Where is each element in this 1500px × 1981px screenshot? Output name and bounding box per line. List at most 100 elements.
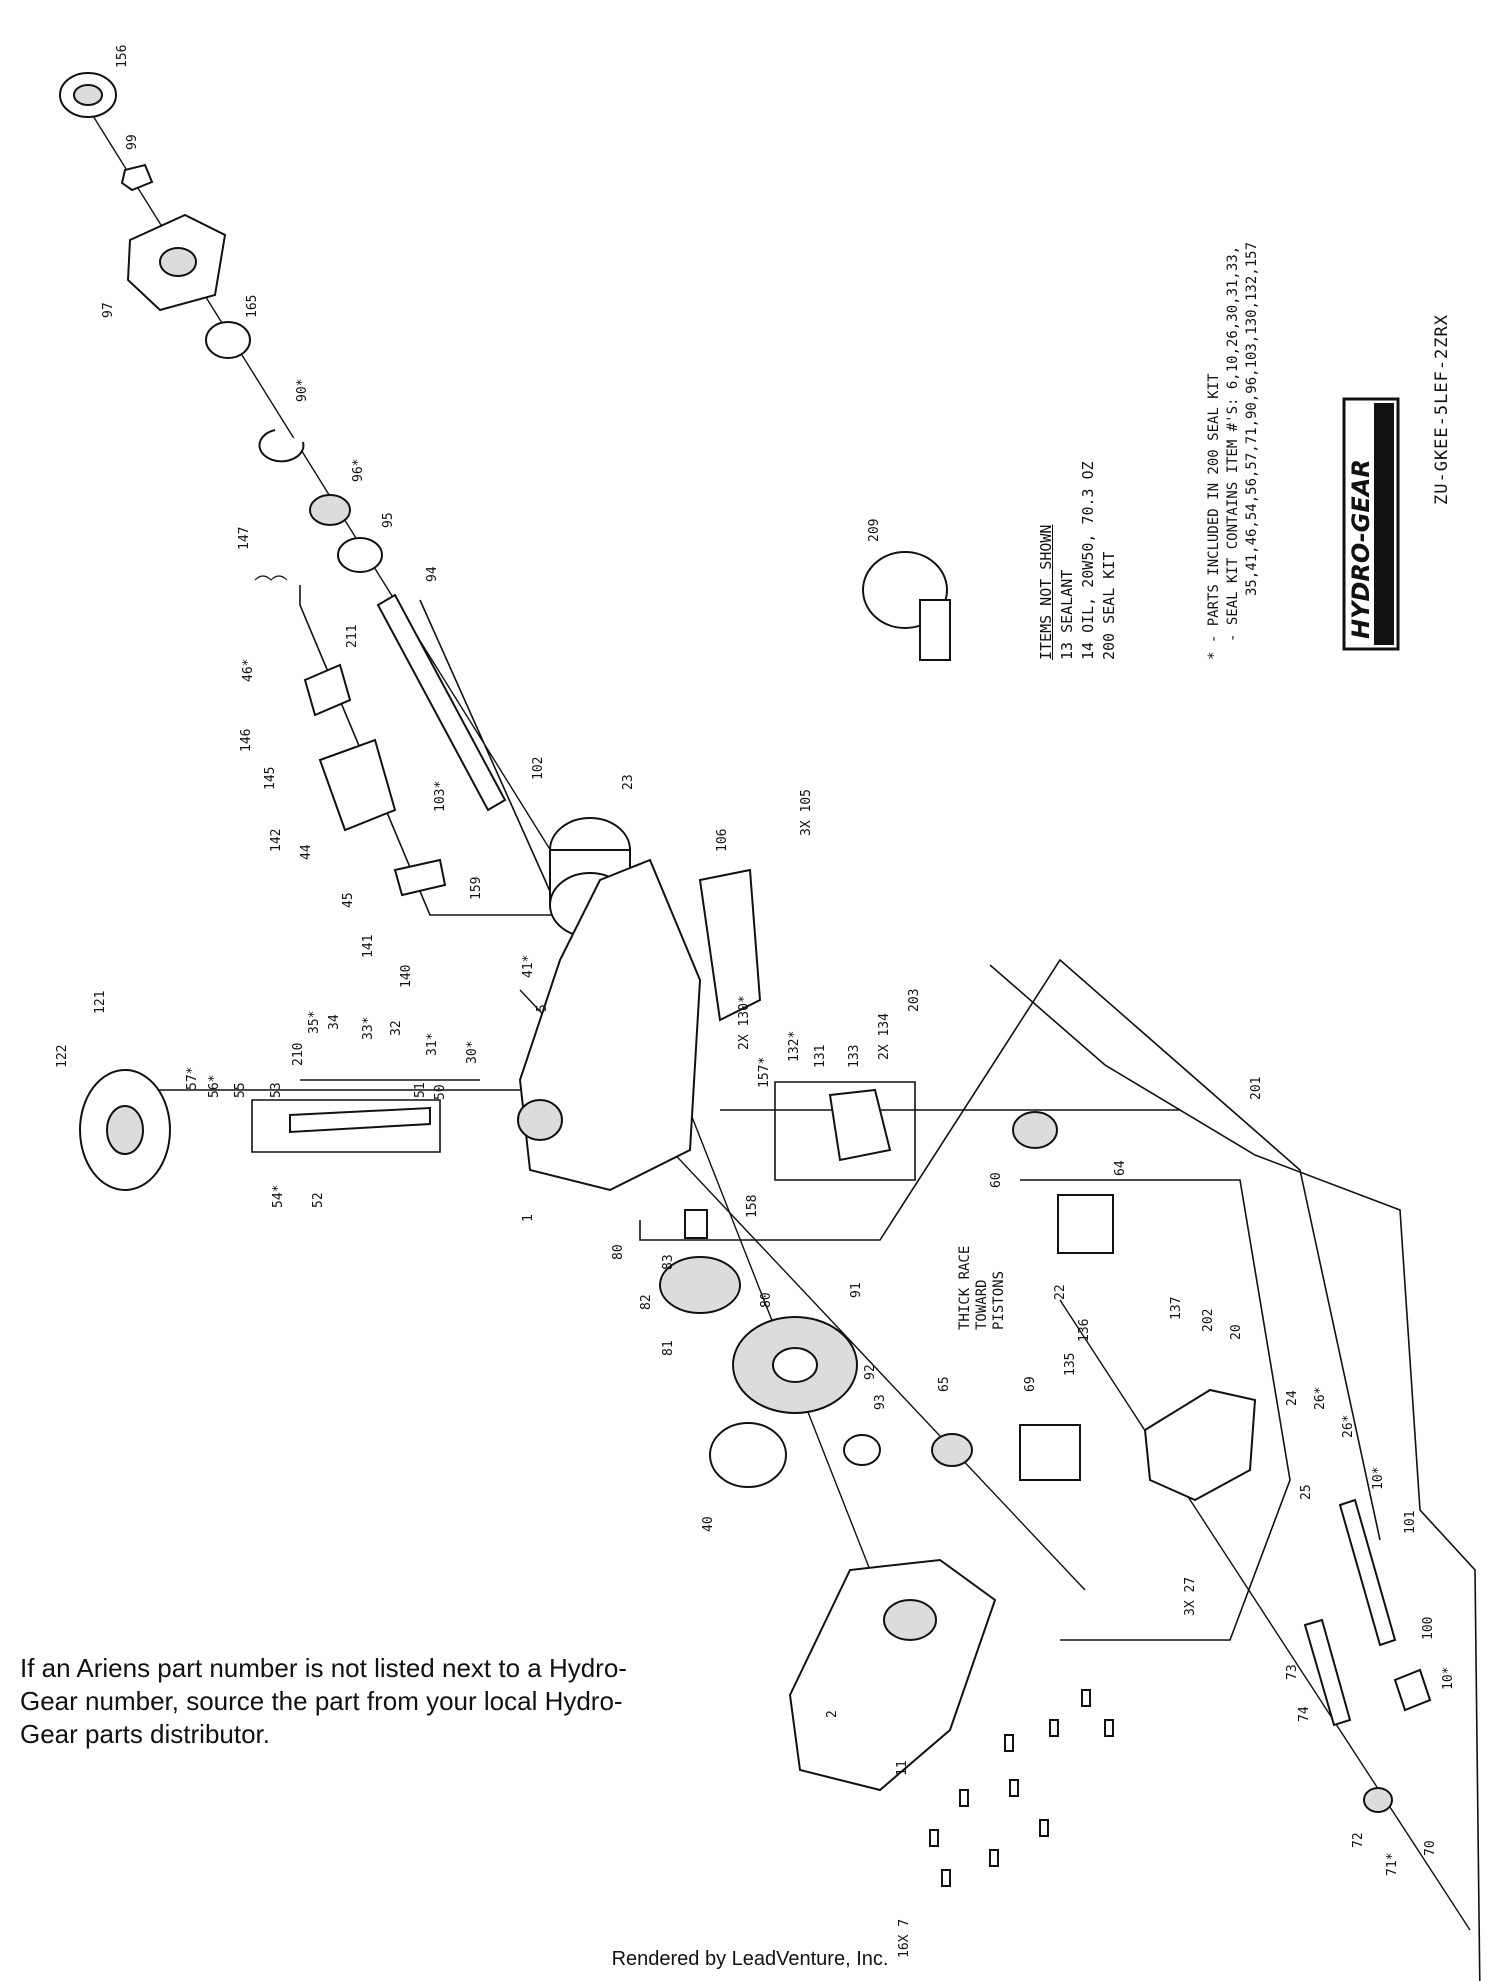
seal-kit-note-3: 35,41,46,54,56,57,71,90,96,103,130,132,1…	[1244, 241, 1260, 596]
callout-80a: 80	[611, 1244, 626, 1260]
callout-26a: 26*	[1313, 1387, 1328, 1410]
part-69-cylinder-block	[1019, 1424, 1081, 1481]
items-not-shown-line: 13 SEALANT	[1058, 569, 1076, 660]
callout-121: 121	[93, 991, 108, 1014]
callout-2x134: 2X 134	[877, 1013, 892, 1060]
callout-65: 65	[937, 1376, 952, 1392]
items-not-shown-line: 14 OIL, 20W50, 70.3 OZ	[1079, 461, 1097, 660]
callout-82: 82	[639, 1294, 654, 1310]
callout-73: 73	[1285, 1664, 1300, 1680]
callout-83: 83	[661, 1254, 676, 1270]
part-7-bolts	[929, 1689, 1114, 1887]
callout-165: 165	[245, 295, 260, 318]
thick-race-note: THICK RACE TOWARD PISTONS	[957, 1246, 1008, 1330]
assembly-box-203	[774, 1081, 916, 1181]
model-code: ZU-GKEE-5LEF-2ZRX	[1432, 314, 1452, 505]
callout-131: 131	[813, 1045, 828, 1068]
callout-99: 99	[125, 134, 140, 150]
callout-145: 145	[263, 767, 278, 790]
callout-140: 140	[399, 965, 414, 988]
callout-31: 31*	[425, 1033, 440, 1056]
part-90-retaining-ring	[258, 429, 305, 463]
callout-210: 210	[291, 1043, 306, 1066]
callout-64: 64	[1113, 1160, 1128, 1176]
callout-labels: 156 99 97 165 90* 96* 95 94 147 211 46* …	[55, 45, 1456, 1958]
part-20-center-section	[1143, 1388, 1257, 1502]
callout-54: 54*	[271, 1185, 286, 1208]
part-72-gear	[1363, 1787, 1393, 1813]
part-95-bearing	[337, 537, 383, 573]
callout-41: 41*	[521, 955, 536, 978]
part-94-axle-shaft	[376, 593, 507, 812]
part-64-cylinder-block	[1057, 1194, 1114, 1254]
callout-201: 201	[1249, 1077, 1264, 1100]
assembly-box-210	[251, 1099, 441, 1153]
callout-211: 211	[345, 625, 360, 648]
callout-90: 90*	[295, 379, 310, 402]
callout-26b: 26*	[1341, 1415, 1356, 1438]
callout-32: 32	[389, 1020, 404, 1036]
part-60-bearing	[1012, 1111, 1058, 1149]
part-141-lever	[393, 858, 447, 897]
callout-10b: 10*	[1441, 1667, 1456, 1690]
callout-136: 136	[1077, 1319, 1092, 1342]
part-91-bull-gear	[732, 1316, 858, 1414]
callout-46: 46*	[241, 659, 256, 682]
callout-101: 101	[1403, 1511, 1418, 1534]
callout-159: 159	[469, 877, 484, 900]
part-81-gear	[659, 1256, 741, 1314]
items-not-shown-heading: ITEMS NOT SHOWN	[1037, 524, 1055, 660]
seal-kit-note-2: - SEAL KIT CONTAINS ITEM #'S: 6,10,26,30…	[1225, 245, 1241, 642]
thick-race-line: TOWARD	[974, 1279, 990, 1330]
callout-95: 95	[381, 512, 396, 528]
brand-name: HYDRO-GEAR	[1347, 459, 1375, 639]
callout-53: 53	[269, 1082, 284, 1098]
callout-1: 1	[521, 1214, 536, 1222]
callout-106: 106	[715, 829, 730, 852]
callout-156: 156	[115, 45, 130, 68]
callout-25: 25	[1299, 1484, 1314, 1500]
part-93-bearing	[843, 1434, 881, 1466]
callout-24: 24	[1285, 1390, 1300, 1406]
callout-51: 51	[413, 1082, 428, 1098]
callout-34: 34	[327, 1014, 342, 1030]
part-133-cover	[828, 1088, 892, 1162]
callout-157: 157*	[757, 1057, 772, 1088]
callout-57: 57*	[185, 1067, 200, 1090]
part-121-pulley	[79, 1069, 171, 1191]
callout-135: 135	[1063, 1353, 1078, 1376]
part-96-seal	[309, 494, 351, 526]
part-83-pinion	[684, 1209, 708, 1239]
callout-56: 56*	[207, 1075, 222, 1098]
callout-30: 30*	[465, 1041, 480, 1064]
callout-3x27: 3X 27	[1183, 1577, 1198, 1616]
callout-141: 141	[361, 935, 376, 958]
callout-100: 100	[1421, 1617, 1436, 1640]
callout-133: 133	[847, 1045, 862, 1068]
part-147-spring	[254, 575, 288, 581]
part-146-bracket	[303, 663, 352, 717]
callout-23: 23	[621, 774, 636, 790]
callout-97: 97	[101, 302, 116, 318]
callout-2: 2	[825, 1710, 840, 1718]
callout-40: 40	[701, 1516, 716, 1532]
callout-102: 102	[531, 757, 546, 780]
callout-122: 122	[55, 1045, 70, 1068]
render-credit: Rendered by LeadVenture, Inc.	[611, 1948, 889, 1970]
thick-race-line: THICK RACE	[957, 1245, 973, 1330]
part-44-plate	[318, 738, 397, 832]
callout-20: 20	[1229, 1324, 1244, 1340]
hydro-gear-logo: HYDRO-GEAR	[1342, 397, 1400, 651]
callout-132: 132*	[787, 1031, 802, 1062]
callout-45: 45	[341, 892, 356, 908]
items-not-shown-line: 200 SEAL KIT	[1100, 551, 1118, 660]
part-165-spacer	[205, 321, 251, 359]
part-52-input-shaft	[289, 1106, 431, 1134]
callout-10a: 10*	[1371, 1467, 1386, 1490]
assembly-box-201	[989, 964, 1481, 1981]
callout-16x7: 16X 7	[897, 1919, 912, 1958]
part-73-pump-shaft	[1303, 1618, 1352, 1727]
callout-147: 147	[237, 527, 252, 550]
part-97-hub	[126, 213, 227, 312]
